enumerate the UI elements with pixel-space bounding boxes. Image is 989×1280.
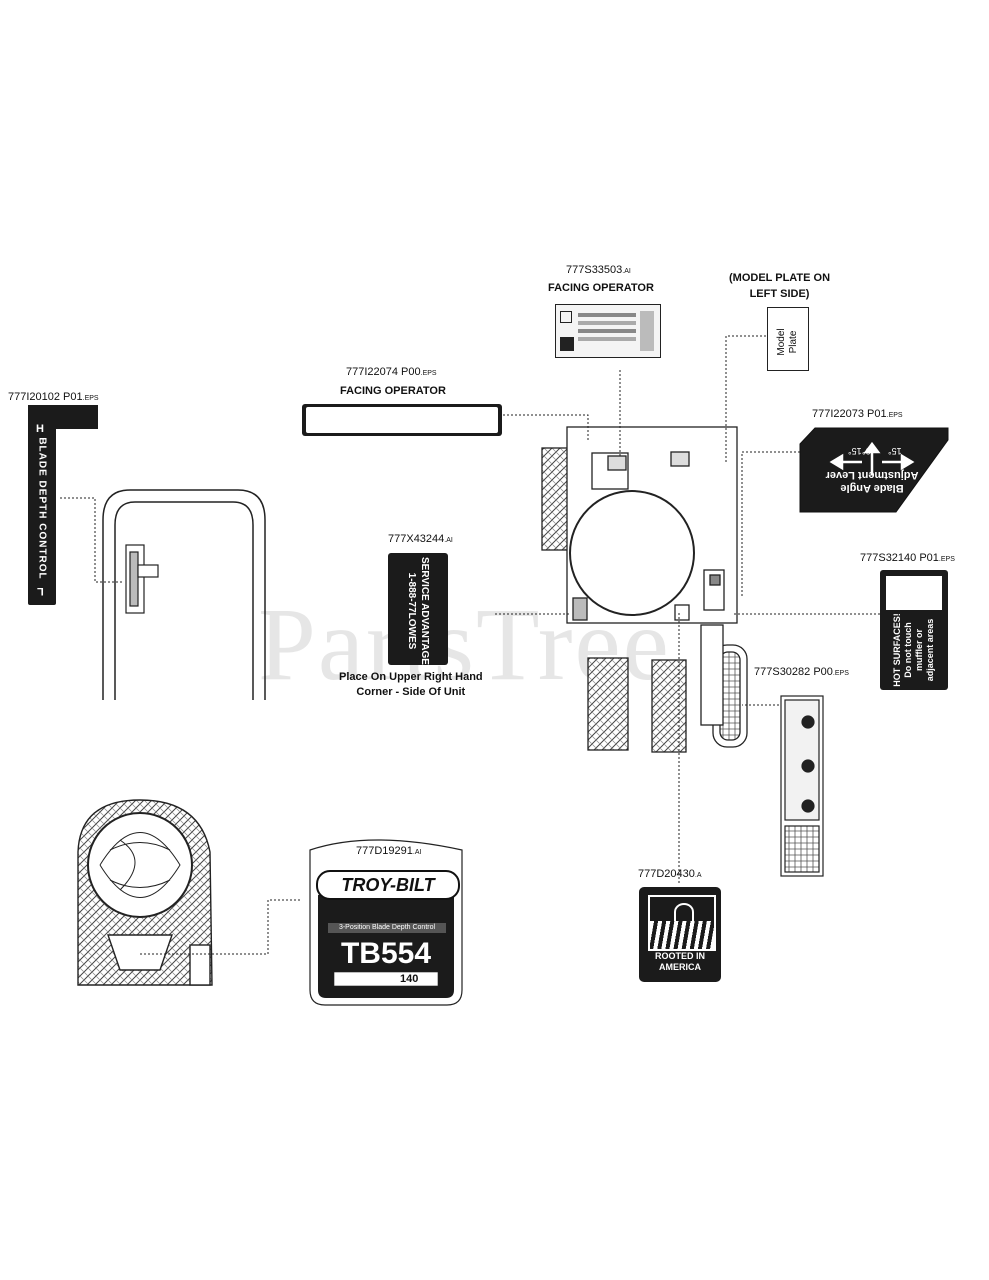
hot-surface-decal: HOT SURFACES! Do not touch muffler or ad… xyxy=(880,570,948,690)
troybilt-capacity: 140 xyxy=(400,973,419,985)
angle-right-label: 15° xyxy=(888,446,902,456)
rooted-line2: AMERICA xyxy=(659,962,701,972)
blower-housing xyxy=(77,799,213,986)
placement-caption: Place On Upper Right Hand Corner - Side … xyxy=(339,671,483,698)
blade-angle-arrows xyxy=(829,441,915,475)
curb-wheel-decal: Curb Wheel Adjustment Lever xyxy=(302,404,502,436)
part-number-777s32140: 777S32140 P01.EPS xyxy=(860,552,955,564)
hot-surface-icon xyxy=(886,576,942,610)
depth-lever-bracket xyxy=(125,544,159,614)
handle-frame xyxy=(102,489,266,700)
part-number-777i20102: 777I20102 P01.EPS xyxy=(8,391,99,403)
troybilt-brand: TROY-BILT xyxy=(316,870,460,900)
angle-left-label: 15° xyxy=(848,446,862,456)
warning-strip-decal xyxy=(780,695,824,877)
decal-icon-solid xyxy=(560,337,574,351)
leader-blower xyxy=(140,899,300,955)
field-icon xyxy=(648,895,716,951)
facing-operator-caption-2: FACING OPERATOR xyxy=(340,385,446,397)
rooted-line1: ROOTED IN xyxy=(654,951,705,961)
angle-mid-label: 0° xyxy=(862,446,871,456)
troybilt-feature: 3-Position Blade Depth Control xyxy=(338,924,436,931)
service-advantage-decal: SERVICE ADVANTAGE 1-888-77LOWES xyxy=(388,553,448,665)
blade-angle-decal-text: Blade Angle Adjustment Lever xyxy=(825,469,919,494)
model-plate: Model Plate xyxy=(767,307,809,371)
decal-icon-box xyxy=(560,311,572,323)
leader-lines xyxy=(495,335,880,885)
troybilt-model: TB554 xyxy=(340,937,432,970)
part-number-777i22074: 777I22074 P00.EPS xyxy=(346,366,437,378)
facing-operator-caption: FACING OPERATOR xyxy=(548,282,654,294)
part-number-777d20430: 777D20430.A xyxy=(638,868,702,880)
depth-control-decal: H BLADE DEPTH CONTROL L xyxy=(28,405,56,605)
rooted-in-america-decal: ROOTED IN AMERICA xyxy=(639,887,721,982)
part-number-777i22073: 777I22073 P01.EPS xyxy=(812,408,903,420)
leader-handle xyxy=(60,497,122,583)
deck-top-view xyxy=(541,426,748,753)
operator-decal-777s33503 xyxy=(555,304,661,358)
part-number-777d19291: 777D19291.AI xyxy=(356,845,422,857)
part-number-777s30282: 777S30282 P00.EPS xyxy=(754,666,849,678)
blade-angle-decal-shape xyxy=(799,427,949,513)
model-plate-caption: (MODEL PLATE ON LEFT SIDE) xyxy=(729,272,831,300)
part-number-777x43244: 777X43244.AI xyxy=(388,533,453,545)
part-number-777s33503: 777S33503.AI xyxy=(566,264,631,276)
